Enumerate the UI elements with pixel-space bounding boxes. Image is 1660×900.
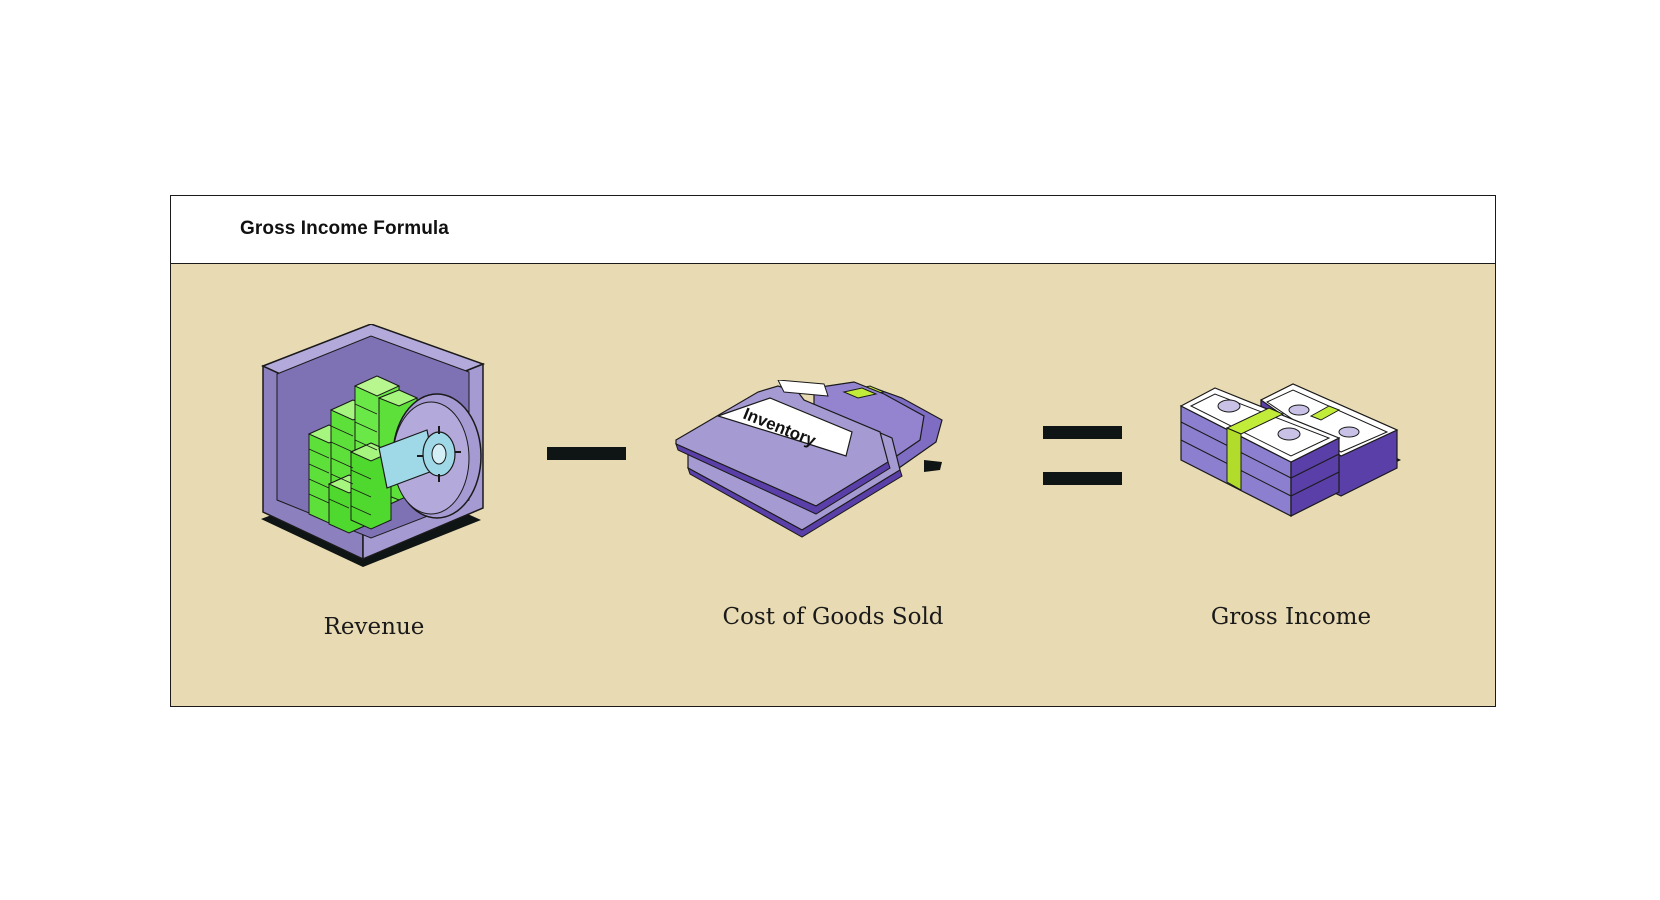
money-stacks-icon (1179, 383, 1401, 517)
equals-sign-bottom (1043, 472, 1122, 485)
safe-icon (261, 324, 486, 567)
gross-income-label: Gross Income (1210, 604, 1372, 630)
revenue-label: Revenue (323, 614, 425, 640)
card-header: Gross Income Formula (171, 196, 1495, 264)
card-title: Gross Income Formula (240, 218, 449, 239)
inventory-folders-icon: Inventory (675, 380, 943, 538)
formula-card: Gross Income Formula (170, 195, 1496, 707)
minus-sign (547, 447, 626, 460)
equals-sign-top (1043, 426, 1122, 439)
cogs-label: Cost of Goods Sold (722, 604, 944, 630)
